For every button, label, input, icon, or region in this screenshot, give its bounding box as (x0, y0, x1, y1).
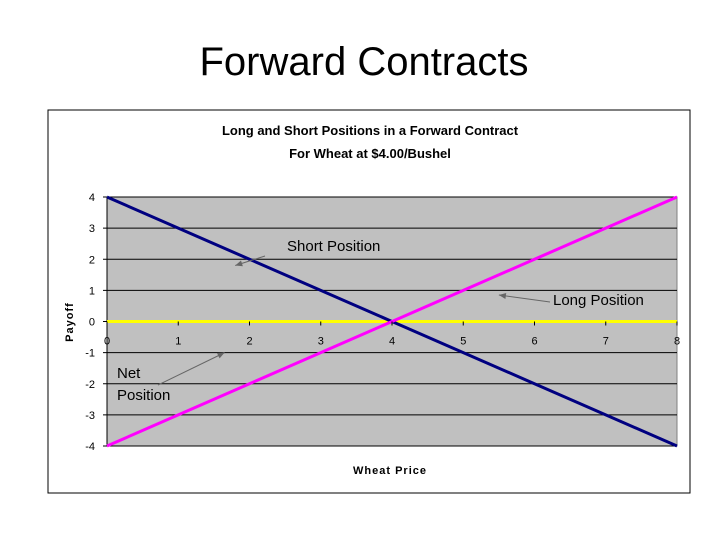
y-tick-label: 4 (89, 192, 95, 204)
y-tick-label: -2 (85, 379, 95, 391)
annotation-arrow-line (157, 352, 225, 386)
annotation-arrow-line (498, 294, 551, 303)
x-tick-label: 0 (104, 336, 110, 348)
y-tick-label: -4 (85, 441, 95, 453)
y-axis-ticks: 4 3 2 1 0 -1 -2 -3 -4 (85, 192, 107, 453)
x-axis-ticks: 0 1 2 3 4 5 6 7 8 (104, 321, 680, 348)
annotation-0: Short Position (235, 238, 380, 267)
annotation-label: Net (117, 365, 141, 382)
annotation-arrowhead (498, 293, 507, 299)
x-axis-label: Wheat Price (353, 465, 427, 477)
y-tick-label: 1 (89, 285, 95, 297)
y-tick-label: 0 (89, 317, 95, 329)
x-tick-label: 2 (246, 336, 252, 348)
chart-subtitle: For Wheat at $4.00/Bushel (289, 146, 451, 161)
y-tick-label: -1 (85, 348, 95, 360)
x-tick-label: 7 (603, 336, 609, 348)
x-tick-label: 3 (318, 336, 324, 348)
x-tick-label: 6 (531, 336, 537, 348)
y-tick-label: 2 (89, 254, 95, 266)
x-tick-label: 1 (175, 336, 181, 348)
y-axis-label: Payoff (64, 302, 76, 342)
y-tick-label: -3 (85, 410, 95, 422)
chart-title: Long and Short Positions in a Forward Co… (222, 123, 519, 138)
x-tick-label: 4 (389, 336, 395, 348)
annotation-label: Long Position (553, 292, 644, 309)
x-tick-label: 8 (674, 336, 680, 348)
annotation-arrowhead (216, 352, 225, 359)
slide-title: Forward Contracts (199, 40, 529, 84)
annotation-label: Position (117, 387, 170, 404)
y-tick-label: 3 (89, 223, 95, 235)
annotation-1: Long Position (498, 292, 644, 309)
annotation-arrowhead (235, 260, 243, 267)
annotation-label: Short Position (287, 238, 380, 255)
x-tick-label: 5 (460, 336, 466, 348)
